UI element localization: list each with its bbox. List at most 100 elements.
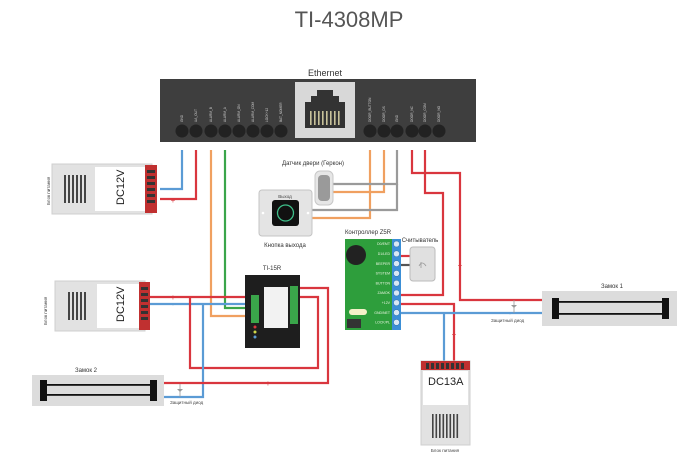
terminal-label: LOCK+12	[265, 108, 269, 122]
terminal-gnd-right	[390, 124, 404, 138]
reader-body	[409, 246, 436, 282]
wire-green-main-relay	[223, 150, 248, 310]
plus-symbol: +	[266, 379, 271, 388]
wire-gray-door-sensor	[333, 150, 399, 186]
exit-button[interactable]: Выход Кнопка выхода	[258, 189, 313, 249]
controller-label: Контроллер Z5R	[345, 230, 392, 236]
lock2-rail	[47, 384, 150, 386]
screw-terminal	[393, 270, 400, 277]
screw-icon	[306, 211, 310, 215]
exit-button-label: Кнопка выхода	[264, 243, 306, 249]
exit-ring-icon	[276, 204, 295, 222]
screw-terminal	[393, 260, 400, 267]
screw-icon	[261, 211, 265, 215]
lock2-diode-label: Защитный диод	[170, 399, 204, 405]
lock1-bracket-right	[662, 298, 669, 319]
psu-bottom-voltage: DC13A	[428, 376, 464, 388]
minus-symbol: -	[509, 309, 512, 318]
controller-terminal-label: D0/EMT	[377, 242, 391, 246]
exit-button-face-label: Выход	[278, 194, 292, 199]
lock1-rail	[559, 301, 662, 303]
diode-symbol	[511, 305, 517, 308]
controller-terminal-label: GND/NET	[374, 311, 391, 315]
terminal-door-com	[418, 124, 432, 138]
relay-input-terminals	[251, 295, 259, 323]
wire-red-mid-down	[188, 295, 320, 370]
terminal-door-button	[363, 124, 377, 138]
diagram-title: TI-4308MP	[295, 7, 404, 32]
terminal-alarm-b	[204, 124, 218, 138]
terminal-label: ALARM_A	[223, 106, 227, 122]
lock1-label: Замок 1	[601, 284, 624, 290]
terminal-alarm-a	[218, 124, 232, 138]
door-sensor: Датчик двери (Геркон)	[282, 161, 344, 206]
lock2-bracket-left	[40, 380, 47, 401]
minus-symbol: -	[172, 185, 175, 194]
psu-top-voltage: DC12V	[115, 169, 127, 205]
terminal-label: DOOR_DS	[382, 106, 386, 122]
screw-terminal	[393, 319, 400, 326]
door-sensor-label: Датчик двери (Геркон)	[282, 161, 344, 167]
terminal-label: UA_OUT	[194, 109, 198, 122]
controller-terminal-label: BEEPER	[376, 262, 391, 266]
terminal-label: DOOR_NC	[410, 105, 414, 122]
screw-terminal	[393, 250, 400, 258]
controller-terminal-label: D1/LED	[378, 252, 391, 256]
psu-top-label-panel	[95, 167, 145, 211]
vent-icon	[64, 175, 86, 203]
plus-symbol: +	[171, 293, 176, 302]
controller-z5r: Контроллер Z5R D0/EMTD1/LEDBEEPERSYSTEMB…	[345, 230, 401, 330]
plus-symbol: +	[171, 196, 176, 205]
terminal-label: DOOR_BUTTON	[368, 97, 372, 122]
screw-terminal	[393, 309, 400, 316]
right-terminals: DOOR_BUTTON DOOR_DS GND DOOR_NC DOOR_COM…	[363, 97, 446, 138]
wires	[150, 150, 545, 399]
wire-orange-door-sensor	[333, 150, 386, 194]
psu-top-label: Блок питания	[46, 176, 51, 205]
terminal-door-ds	[377, 124, 391, 138]
psu-bottom-label-panel	[423, 371, 468, 405]
led-yellow-icon	[253, 330, 257, 334]
rj45-pins	[310, 111, 340, 125]
terminal-label: ALARM_B	[209, 107, 213, 122]
controller-terminal-label: SYSTEM	[376, 272, 390, 276]
terminal-door-nc	[405, 124, 419, 138]
lock1-body	[542, 291, 677, 326]
psu-mid-label-panel	[97, 284, 139, 328]
lock-2: Замок 2 Защитный диод +	[32, 368, 271, 406]
psu-top-terminals	[147, 170, 155, 203]
reader: Считыватель	[402, 238, 438, 282]
plus-symbol: +	[458, 261, 463, 270]
exit-button-face[interactable]	[272, 200, 299, 226]
terminal-bat	[274, 124, 288, 138]
terminal-label: ALARM_ON	[237, 104, 241, 122]
psu-bottom-label: Блок питания	[431, 448, 460, 453]
psu-mid-label: Блок питания	[43, 296, 48, 325]
controller-terminal-label: ZAMOK	[378, 291, 391, 295]
terminal-label: GND	[180, 114, 184, 122]
relay-ti15r: TI-15R	[245, 266, 300, 348]
lock2-bracket-right	[150, 380, 157, 401]
wire-blue-lock2	[160, 304, 205, 399]
terminal-door-no	[432, 124, 446, 138]
controller-terminals: D0/EMTD1/LEDBEEPERSYSTEMBUTTONZAMOK+12VG…	[374, 240, 400, 326]
wire-red-lock2	[160, 286, 330, 385]
ethernet-label: Ethernet	[308, 68, 343, 78]
buzzer-icon	[346, 245, 366, 265]
controller-terminal-label: +12V	[382, 301, 391, 305]
relay-label-sticker	[264, 287, 288, 328]
terminal-label: ALARM_COM	[251, 101, 255, 122]
terminal-ua-out	[189, 124, 203, 138]
lock2-rail	[47, 394, 150, 396]
terminal-label: DOOR_NO	[437, 105, 441, 122]
controller-terminal-label: LOCK/PL	[375, 321, 390, 325]
reader-icon	[418, 262, 427, 268]
diode-symbol	[177, 389, 183, 392]
wire-red-psu-top	[160, 150, 198, 201]
jumper-block	[347, 319, 361, 328]
vent-icon	[432, 414, 459, 438]
terminal-label: DOOR_COM	[423, 103, 427, 122]
wire-red-lock1-plus	[410, 150, 545, 302]
led-blue-icon	[253, 335, 257, 339]
